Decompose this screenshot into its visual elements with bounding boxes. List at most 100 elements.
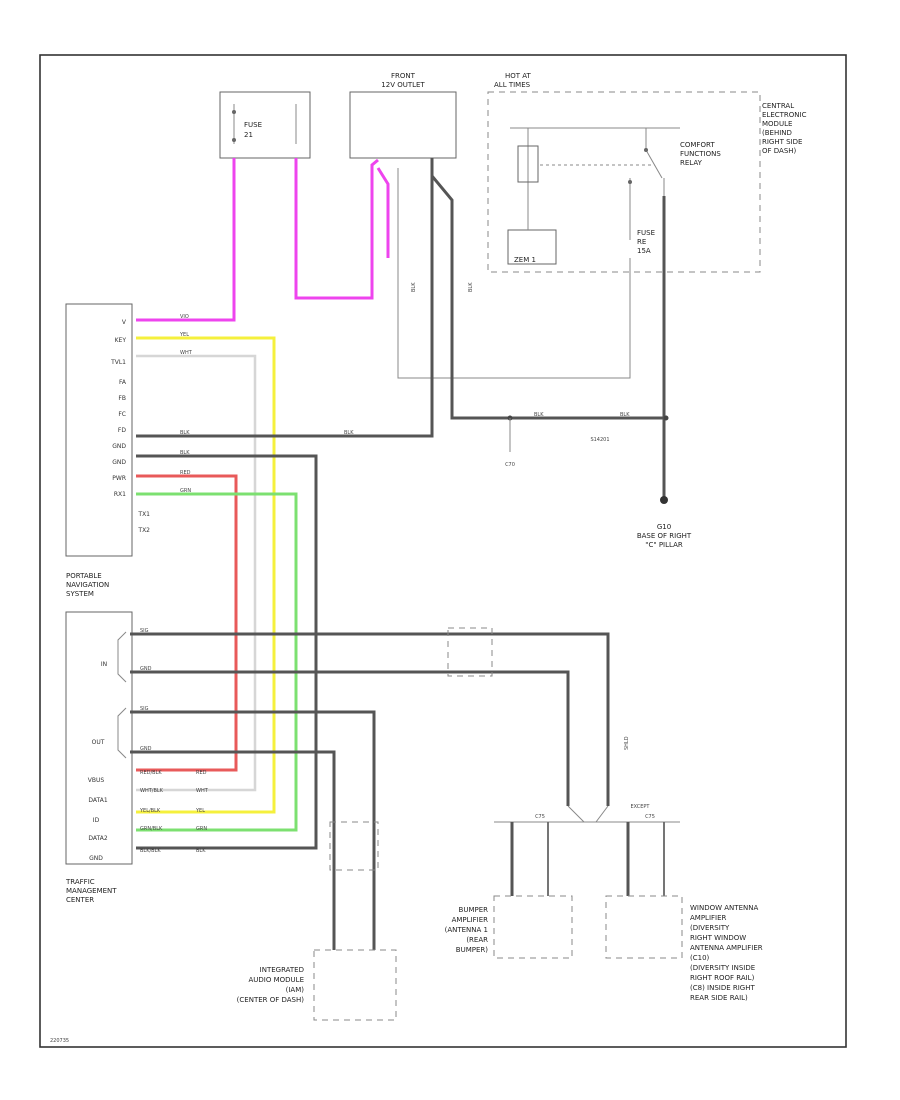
svg-text:AMPLIFIER: AMPLIFIER [690,914,727,922]
svg-text:PWR: PWR [112,475,126,482]
wire-vio-outlet [294,158,379,300]
svg-text:WHT/BLK: WHT/BLK [140,788,164,794]
svg-text:GND: GND [140,666,152,672]
svg-text:AMPLIFIER: AMPLIFIER [452,916,489,924]
svg-text:TVL1: TVL1 [110,359,126,366]
svg-text:DATA1: DATA1 [88,797,107,804]
svg-text:(BEHIND: (BEHIND [762,129,792,137]
ground-symbol [660,496,668,504]
c70-label: C70 [505,462,515,468]
svg-text:PORTABLE: PORTABLE [66,572,102,580]
svg-text:(ANTENNA 1: (ANTENNA 1 [445,926,488,934]
cem-label: CENTRAL ELECTRONIC MODULE (BEHIND RIGHT … [762,102,807,155]
svg-text:CENTRAL: CENTRAL [762,102,794,110]
svg-text:COMFORT: COMFORT [680,141,715,149]
svg-text:TX1: TX1 [137,511,150,518]
svg-text:IN: IN [101,661,107,668]
wire-blk-gnd-1 [136,176,434,438]
tmc-connector-box [65,611,133,865]
comfort-relay-symbol [510,127,680,196]
svg-text:V: V [122,319,127,326]
svg-text:KEY: KEY [115,337,127,344]
wire-labels-coax: SIG GND SIG GND [140,628,152,752]
svg-text:RELAY: RELAY [680,159,703,167]
svg-text:YEL: YEL [179,332,189,338]
svg-text:YEL/BLK: YEL/BLK [139,808,161,814]
svg-text:SHLD: SHLD [624,736,630,750]
zem-box [507,229,557,265]
pns-connector-box [65,303,133,557]
svg-text:MODULE: MODULE [762,120,792,128]
c75b-label: C75 [645,814,655,820]
svg-text:WHT: WHT [180,350,193,356]
ground-label: G10 BASE OF RIGHT "C" PILLAR [637,523,692,549]
cem-dashed-box [487,91,761,273]
wire-coax-out-sig [130,710,376,950]
svg-text:MANAGEMENT: MANAGEMENT [66,887,117,895]
svg-text:BLK: BLK [180,430,190,436]
window-amp-box [605,895,683,959]
wire-labels-vertical: BLK BLK SHLD [411,282,630,750]
svg-text:15A: 15A [637,247,651,255]
except-label: EXCEPT [631,804,651,810]
wire-coax-in-gnd [130,670,570,806]
svg-text:BUMPER): BUMPER) [456,946,488,954]
coax-shield-box-2 [329,821,379,871]
svg-text:AUDIO MODULE: AUDIO MODULE [249,976,305,984]
svg-text:RED/BLK: RED/BLK [140,770,162,776]
svg-text:BLK: BLK [344,430,354,436]
svg-text:INTEGRATED: INTEGRATED [260,966,304,974]
svg-text:ELECTRONIC: ELECTRONIC [762,111,807,119]
svg-text:GND: GND [112,459,126,466]
c75a-label: C75 [535,814,545,820]
svg-text:BLK: BLK [468,282,474,292]
relay-label: COMFORT FUNCTIONS RELAY [680,141,721,167]
svg-text:DATA2: DATA2 [88,835,107,842]
svg-text:RED: RED [196,770,207,776]
front-outlet-label-line1: FRONT [391,72,416,80]
front-outlet-box [349,91,457,159]
svg-text:(CENTER OF DASH): (CENTER OF DASH) [237,996,305,1004]
svg-text:SYSTEM: SYSTEM [66,590,94,598]
fuse-label-line1: FUSE [244,121,262,129]
svg-text:NAVIGATION: NAVIGATION [66,581,109,589]
svg-text:FA: FA [119,379,127,386]
svg-text:TX2: TX2 [137,527,150,534]
svg-text:GRN: GRN [180,488,191,494]
svg-text:YEL: YEL [195,808,205,814]
svg-text:BUMPER: BUMPER [459,906,489,914]
hot-at-label-line2: ALL TIMES [494,81,531,89]
pns-label: PORTABLE NAVIGATION SYSTEM [66,572,109,598]
branch-drop-left [567,805,585,823]
svg-text:SIG: SIG [140,628,149,634]
wire-coax-out-gnd [130,750,336,950]
svg-text:(C8) INSIDE RIGHT: (C8) INSIDE RIGHT [690,984,755,992]
wire-blk-gnd-2 [136,454,318,850]
wire-grn-pns [136,492,298,832]
wire-vio-fuse [136,158,236,322]
svg-text:OF DASH): OF DASH) [762,147,797,155]
bumper-amp-label: BUMPER AMPLIFIER (ANTENNA 1 (REAR BUMPER… [445,906,489,954]
svg-text:BLK: BLK [411,282,417,292]
svg-text:RIGHT SIDE: RIGHT SIDE [762,138,802,146]
svg-text:VBUS: VBUS [88,777,105,784]
branch-drop-right [595,805,609,823]
fuse-box [219,91,311,159]
svg-text:(DIVERSITY INSIDE: (DIVERSITY INSIDE [690,964,755,972]
svg-text:WINDOW ANTENNA: WINDOW ANTENNA [690,904,758,912]
svg-text:BLK: BLK [620,412,630,418]
wire-red-pns [136,474,238,772]
wire-labels-pns: VIO YEL WHT BLK BLK RED GRN BLK BLK BLK [179,314,630,494]
svg-text:BLK: BLK [180,450,190,456]
svg-text:RED: RED [180,470,191,476]
svg-text:FC: FC [118,411,126,418]
svg-text:BASE OF RIGHT: BASE OF RIGHT [637,532,692,540]
svg-text:RX1: RX1 [114,491,126,498]
svg-text:BLK/BLK: BLK/BLK [140,848,161,854]
svg-text:(C10): (C10) [690,954,710,962]
tmc-pin-labels: IN OUT VBUS DATA1 ID DATA2 GND [88,661,108,862]
svg-text:(REAR: (REAR [466,936,488,944]
svg-text:SIG: SIG [140,706,149,712]
svg-text:WHT: WHT [196,788,209,794]
diagram-frame [39,54,847,1048]
